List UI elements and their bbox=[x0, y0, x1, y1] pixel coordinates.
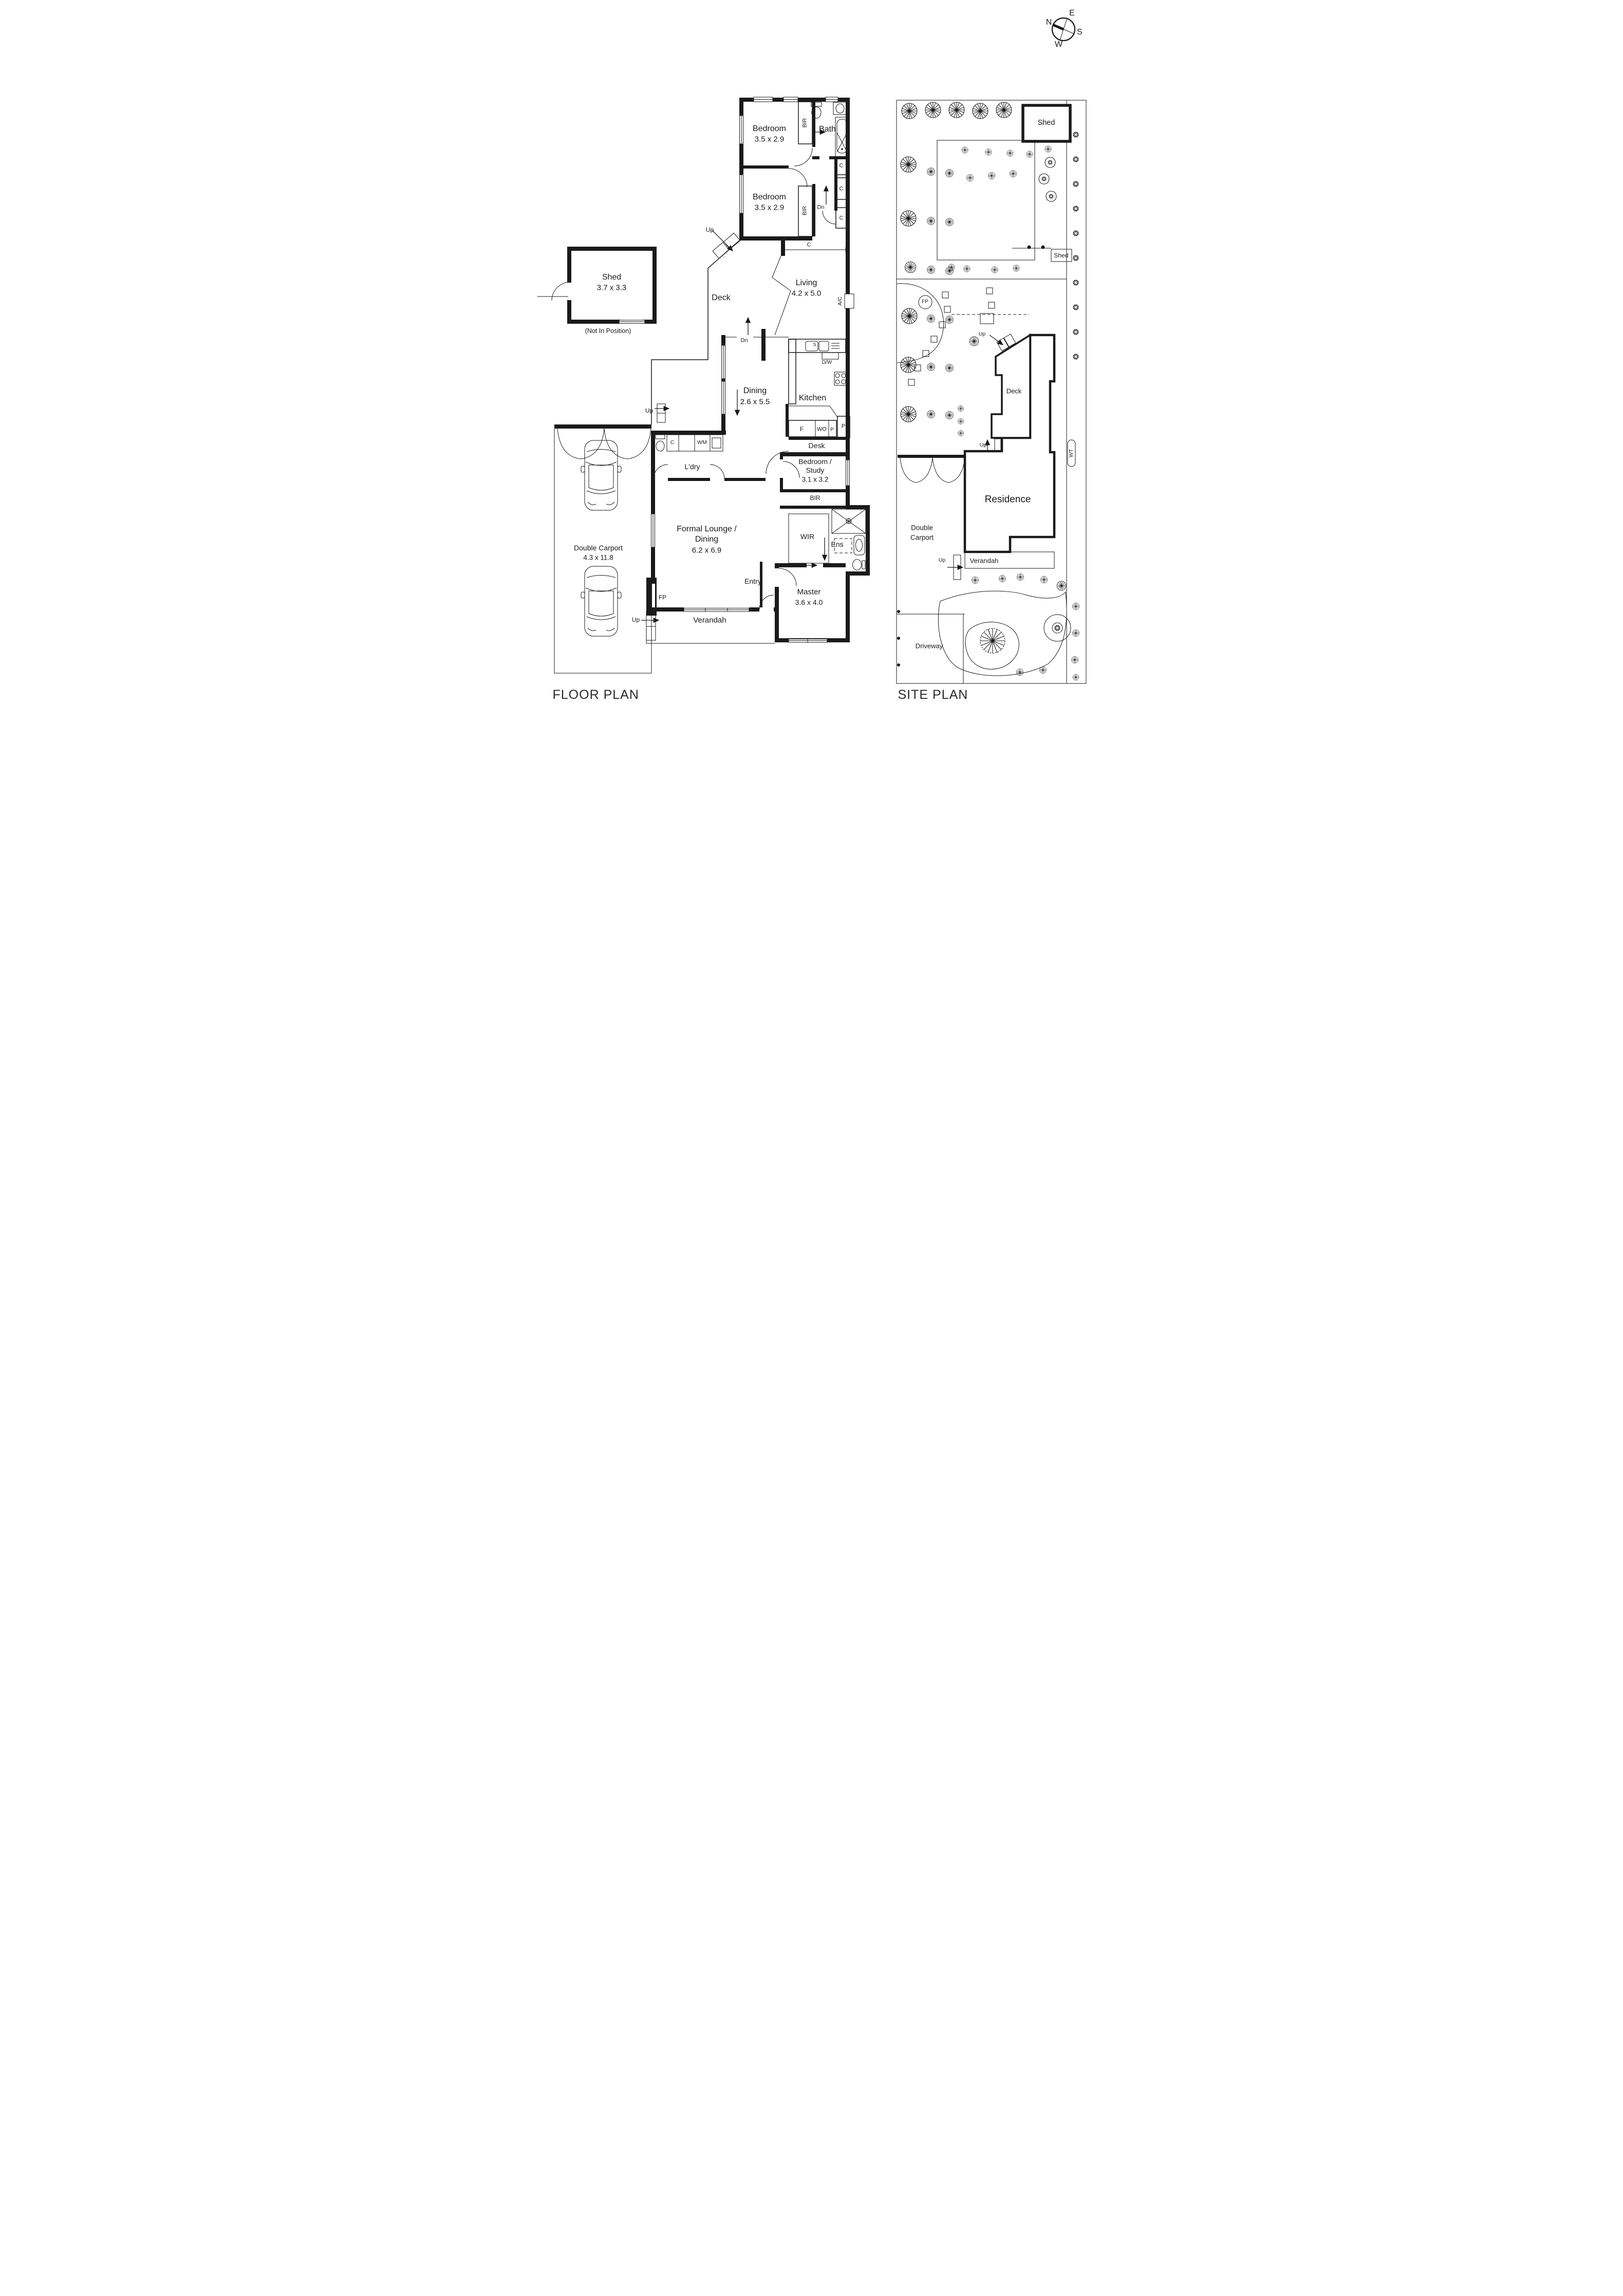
fp-p1-tag: P bbox=[830, 426, 834, 433]
fp-study-wir-ens bbox=[766, 451, 870, 576]
fp-lounge-line1: Formal Lounge / bbox=[677, 525, 737, 533]
fp-ens-name: Ens bbox=[831, 540, 844, 548]
fp-carport-name: Double Carport bbox=[574, 544, 623, 552]
fp-dining-dims: 2.6 x 5.5 bbox=[740, 397, 770, 406]
fp-up-ldry-tag: Up bbox=[645, 407, 654, 414]
fp-ldry-name: L'dry bbox=[684, 462, 700, 471]
fp-deck-name: Deck bbox=[712, 293, 731, 302]
fp-ac-unit bbox=[844, 293, 854, 309]
fp-entry-name: Entry bbox=[744, 577, 761, 585]
fp-wo-tag: WO bbox=[817, 426, 827, 433]
fp-closet2-tag: C bbox=[839, 186, 844, 192]
fp-desk-name: Desk bbox=[808, 441, 825, 450]
compass-w: W bbox=[1054, 40, 1063, 49]
fp-living-name: Living bbox=[795, 279, 817, 287]
fp-study-line2: Study bbox=[806, 466, 825, 474]
fp-carport bbox=[554, 424, 651, 674]
fp-up-deck-tag: Up bbox=[705, 226, 714, 233]
fp-p2-tag: P bbox=[841, 423, 846, 430]
site-fp-tag: FP bbox=[922, 299, 928, 305]
fp-bath-fixtures bbox=[811, 102, 849, 158]
compass-rose bbox=[1051, 17, 1075, 42]
fp-wm-tag: WM bbox=[697, 439, 707, 446]
fp-ldry-lounge bbox=[646, 335, 775, 644]
fp-shed-name: Shed bbox=[602, 273, 622, 282]
site-sheds bbox=[1012, 104, 1072, 262]
fp-ac-tag: A/C bbox=[836, 297, 843, 306]
site-deck bbox=[984, 333, 1031, 452]
site-garden-top bbox=[897, 140, 1035, 386]
site-lawn-bottom bbox=[938, 590, 1071, 676]
compass-e: E bbox=[1069, 9, 1075, 17]
fp-kitchen-name: Kitchen bbox=[798, 394, 827, 402]
fp-closet-corridor-tag: C bbox=[807, 242, 811, 248]
site-boundary bbox=[896, 100, 1086, 684]
fp-bath-name: Bath bbox=[819, 125, 836, 134]
fp-arrows bbox=[641, 129, 829, 623]
fp-carport-dims: 4.3 x 11.8 bbox=[583, 553, 613, 562]
fp-bir2-tag: BIR bbox=[801, 206, 808, 216]
site-residence bbox=[963, 334, 1055, 553]
floor-plan-title: FLOOR PLAN bbox=[552, 688, 639, 702]
compass-s: S bbox=[1077, 28, 1083, 36]
fp-living-dims: 4.2 x 5.0 bbox=[791, 289, 822, 298]
fp-dn1-tag: Dn bbox=[817, 204, 825, 211]
fp-fireplace-tag: FP bbox=[659, 595, 666, 601]
fp-shed-note: (Not In Position) bbox=[585, 327, 631, 335]
plan-drawing bbox=[537, 17, 1086, 684]
fp-sink-tag: S bbox=[813, 342, 816, 348]
fp-shed-dims: 3.7 x 3.3 bbox=[596, 283, 627, 292]
fp-lounge-dims: 6.2 x 6.9 bbox=[692, 546, 722, 555]
fp-master-name: Master bbox=[797, 587, 821, 597]
fp-closet1-tag: C bbox=[839, 162, 844, 169]
fp-verandah-name: Verandah bbox=[693, 616, 726, 625]
fp-shed bbox=[537, 247, 657, 324]
fp-closet-annotation bbox=[784, 247, 846, 252]
fp-up-verandah-tag: Up bbox=[631, 616, 640, 623]
fp-dining-name: Dining bbox=[743, 386, 767, 395]
fp-study-line1: Bedroom / bbox=[798, 457, 832, 466]
fp-closet3-tag: C bbox=[839, 215, 844, 221]
fp-bedroom-wing-windows bbox=[739, 97, 838, 214]
site-wt-tag: WT bbox=[1068, 449, 1074, 458]
fp-bedroom2-dims: 3.5 x 2.9 bbox=[754, 203, 785, 212]
site-carport-verandah bbox=[896, 455, 1054, 683]
site-carport-line2: Carport bbox=[910, 533, 934, 542]
fp-fridge-tag: F bbox=[799, 425, 804, 433]
fp-ldry-closet-tag: C bbox=[670, 439, 675, 446]
fp-master-dims: 3.6 x 4.0 bbox=[795, 598, 823, 606]
site-shed-top-name: Shed bbox=[1037, 118, 1055, 127]
fp-doors-upper bbox=[788, 147, 836, 225]
fp-wir-name: WIR bbox=[800, 532, 815, 541]
site-shed-side-name: Shed bbox=[1054, 252, 1069, 259]
fp-bir-band-tag: BIR bbox=[810, 494, 820, 502]
fp-bedroom1-name: Bedroom bbox=[753, 124, 786, 133]
site-up-mid-tag: Up bbox=[979, 441, 987, 448]
fp-bir1-tag: BIR bbox=[801, 118, 808, 128]
fp-study-dims: 3.1 x 3.2 bbox=[801, 475, 829, 484]
site-trees bbox=[900, 102, 1079, 681]
site-deck-name: Deck bbox=[1006, 387, 1022, 395]
fp-bedroom-wing-walls bbox=[739, 98, 850, 505]
fp-bedroom1-dims: 3.5 x 2.9 bbox=[754, 135, 785, 144]
floorplan-page: N E S W Shed 3.7 x 3.3 (Not In Position)… bbox=[529, 0, 1094, 799]
site-carport-line1: Double bbox=[911, 524, 933, 532]
fp-kitchen bbox=[725, 337, 850, 456]
site-wt-tank bbox=[1067, 439, 1075, 467]
fp-bedroom2-name: Bedroom bbox=[753, 193, 786, 201]
fp-deck-boundary bbox=[650, 232, 791, 424]
fp-robes-closets bbox=[797, 101, 848, 237]
site-residence-name: Residence bbox=[984, 494, 1031, 505]
fp-master bbox=[774, 563, 850, 643]
fp-dn2-tag: Dn bbox=[740, 337, 748, 344]
site-up-verandah-tag: Up bbox=[938, 557, 946, 563]
fp-dw-tag: D/W bbox=[822, 360, 832, 365]
site-verandah-name: Verandah bbox=[969, 557, 999, 565]
site-up-top-tag: Up bbox=[978, 330, 986, 337]
site-plan-title: SITE PLAN bbox=[898, 688, 968, 702]
site-driveway-name: Driveway bbox=[915, 642, 943, 650]
fp-lounge-line2: Dining bbox=[695, 535, 719, 544]
compass-n: N bbox=[1046, 18, 1052, 27]
